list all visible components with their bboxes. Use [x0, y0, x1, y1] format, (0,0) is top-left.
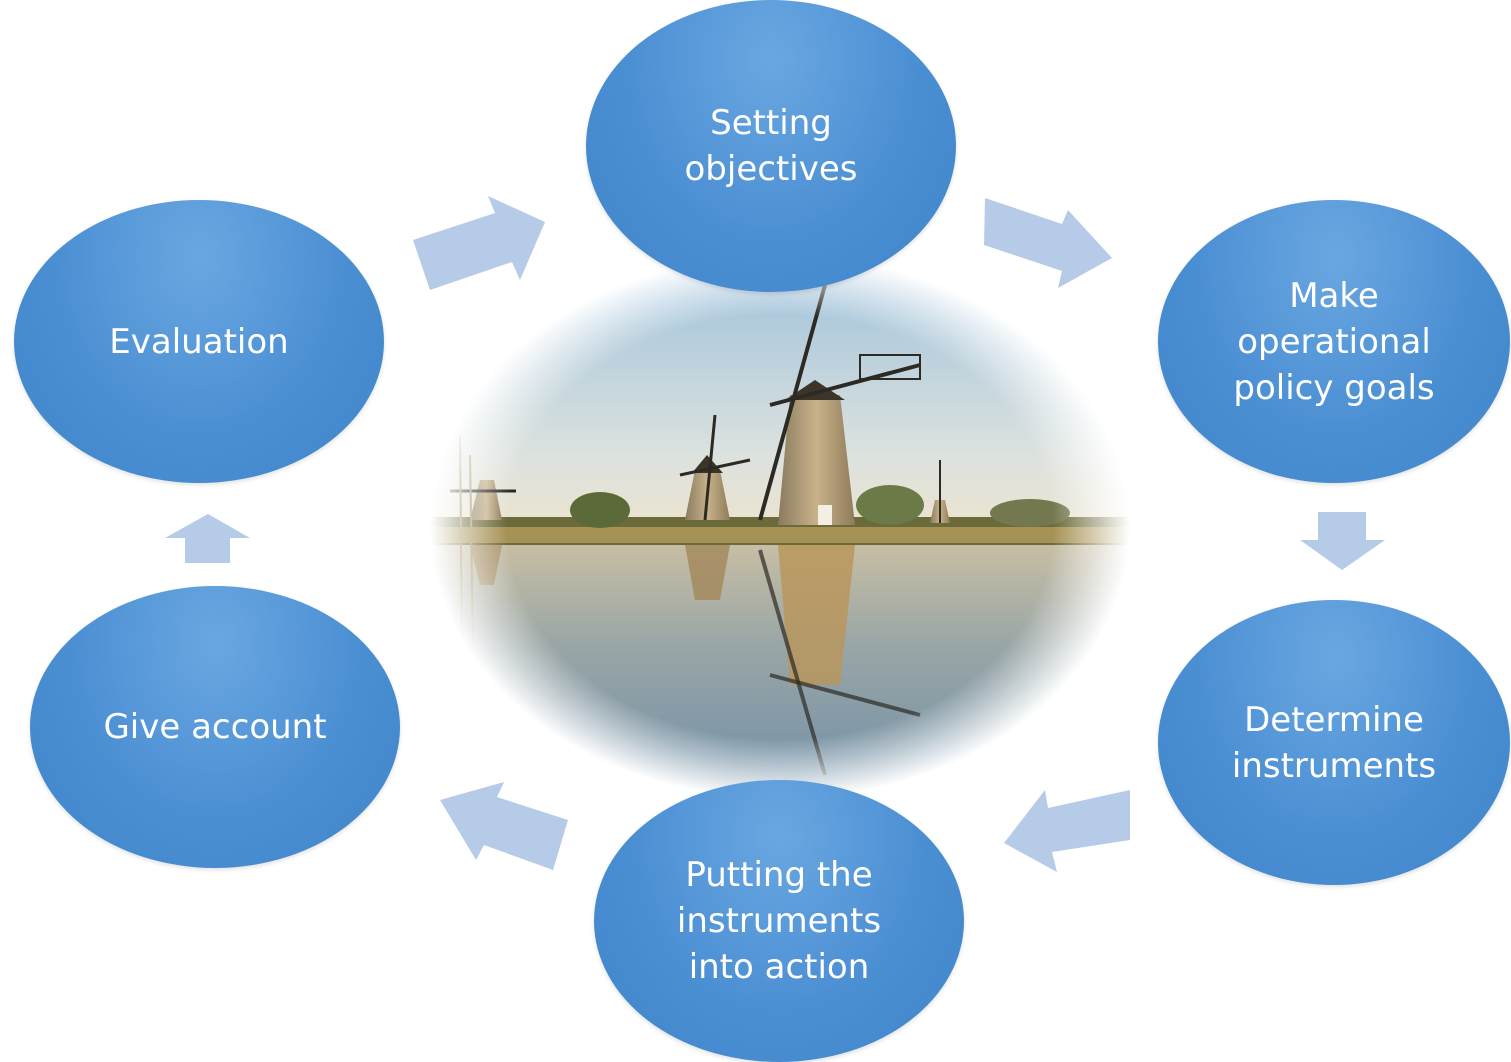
arrow-make-operational-to-determine: [1300, 512, 1385, 570]
node-setting-objectives: Setting objectives: [586, 0, 956, 292]
node-label: Determine instruments: [1231, 699, 1437, 786]
node-label: Evaluation: [109, 321, 289, 362]
windmill-photo: [430, 255, 1130, 800]
node-determine-instruments: Determine instruments: [1158, 600, 1510, 885]
node-label: Make operational policy goals: [1233, 275, 1435, 408]
node-label: Putting the instruments into action: [676, 855, 882, 987]
node-label: Setting objectives: [684, 103, 858, 189]
arrow-give-account-to-evaluation: [165, 514, 250, 563]
arrow-evaluation-to-setting-objectives: [413, 196, 545, 290]
arrow-putting-to-give-account: [440, 782, 568, 870]
node-give-account: Give account: [30, 586, 400, 868]
node-evaluation: Evaluation: [14, 200, 384, 483]
arrow-determine-to-putting: [1004, 790, 1130, 872]
node-putting-instruments-into-action: Putting the instruments into action: [594, 780, 964, 1062]
node-label: Give account: [103, 707, 327, 747]
node-make-operational-policy-goals: Make operational policy goals: [1158, 200, 1510, 483]
arrow-setting-to-make-operational: [984, 198, 1112, 288]
